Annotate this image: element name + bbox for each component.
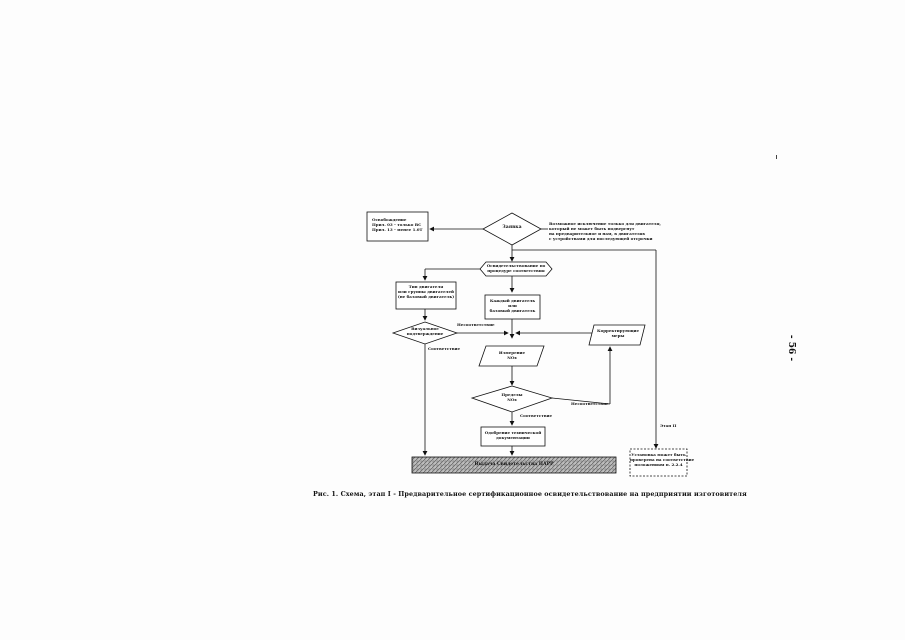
released-line-3: Прил. 13 - менее 1.0Т: [372, 227, 423, 232]
mismatch-label-1: Несоответствие: [457, 322, 495, 327]
figure-caption: Рис. 1. Схема, этап I - Предварительное …: [313, 490, 747, 498]
stage-2-label: Этап II: [660, 423, 677, 428]
note-line-4: с устройствами для последующей отсрочки: [549, 236, 653, 241]
correct-line-2: меры: [611, 333, 625, 338]
page-number: - 56 -: [786, 334, 797, 362]
stage-note-line-1: Установка может быть: [631, 452, 686, 457]
released-box: [366, 211, 429, 242]
each-line-1: Каждый двигатель: [489, 298, 536, 303]
type-line-3: (не базовый двигатель): [397, 294, 455, 299]
released-line-1: Освобождение: [372, 217, 407, 222]
match-label-1: Соответствие: [428, 346, 461, 351]
final-box: [411, 456, 617, 474]
match-label-2: Соответствие: [520, 413, 553, 418]
released-line-2: Прил. 03 - только ВС: [372, 222, 422, 227]
stage-note-box: [629, 448, 688, 477]
correct-parallelogram: [588, 324, 646, 346]
type-line-1: Тип двигателя: [408, 284, 444, 289]
confirm-line-1: Визуальное: [411, 326, 439, 331]
measure-line-1: Измерение: [498, 350, 526, 355]
each-line-2: или: [508, 303, 517, 308]
approve-box: [480, 426, 546, 447]
final-box-label: Выдача Свидетельства IIAPP: [474, 462, 554, 467]
stage-note-line-3: положениям п. 2.2.4: [634, 462, 683, 467]
limits-line-1: Пределы: [501, 392, 523, 397]
each-box: [484, 294, 541, 320]
type-box: [395, 281, 457, 310]
main-decision-hexagon: [479, 261, 553, 277]
mismatch-label-2: Несоответствие: [571, 401, 609, 406]
measure-parallelogram: [478, 345, 545, 367]
approve-line-2: документации: [496, 435, 530, 440]
start-label: Заявка: [502, 225, 522, 230]
approve-line-1: Одобрение технической: [484, 430, 542, 435]
note-line-1: Возможное исключение только для двигател…: [549, 221, 661, 226]
confirm-line-2: подтверждение: [406, 331, 444, 336]
main-decision-line-1: Освидетельствование по: [486, 263, 546, 268]
main-decision-line-2: процедуре соответствия: [487, 267, 545, 273]
stage-note-line-2: проверена на соответствие: [630, 457, 695, 462]
type-line-2: или группы двигателей: [397, 289, 455, 294]
note-line-3: на предварительное и нам, в двигателях: [549, 231, 646, 236]
each-line-3: базовый двигатель: [489, 308, 536, 313]
measure-line-2: NOx: [507, 355, 517, 360]
limits-line-2: NOx: [507, 397, 517, 402]
scan-speck: [776, 155, 777, 159]
note-line-2: который не может быть подвергнут: [549, 226, 635, 231]
correct-line-1: Корректирующие: [596, 328, 640, 333]
